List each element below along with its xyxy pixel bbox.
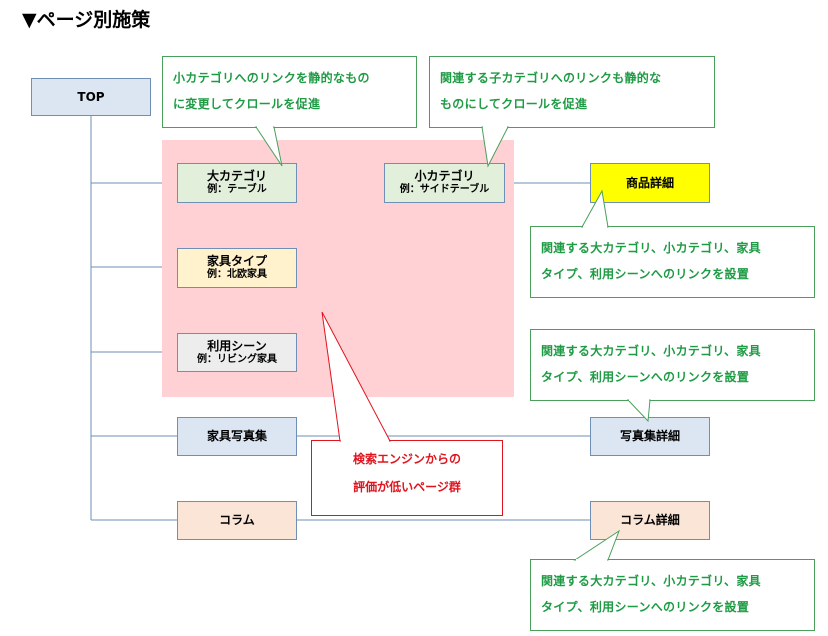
node-large-category: 大カテゴリ 例：テーブル [177, 163, 297, 203]
node-photo-detail: 写真集詳細 [590, 417, 710, 456]
callout-line: 関連する大カテゴリ、小カテゴリ、家具 [541, 241, 761, 255]
callout-line: 評価が低いページ群 [353, 480, 461, 494]
page-title: ▼ページ別施策 [22, 9, 151, 31]
callout-line: 関連する大カテゴリ、小カテゴリ、家具 [541, 574, 761, 588]
node-small-category-example: 例：サイドテーブル [399, 184, 490, 196]
node-large-category-example: 例：テーブル [207, 184, 267, 196]
node-furniture-type-label: 家具タイプ [206, 254, 267, 269]
callout-line: 関連する子カテゴリへのリンクも静的な [440, 71, 662, 85]
node-column: コラム [177, 501, 297, 540]
node-small-category: 小カテゴリ 例：サイドテーブル [384, 163, 505, 203]
callout-related-child-static: 関連する子カテゴリへのリンクも静的な ものにしてクロールを促進 [429, 56, 715, 128]
node-top-label: TOP [77, 89, 105, 104]
node-photo-collection: 家具写真集 [177, 417, 297, 456]
callout-line: 関連する大カテゴリ、小カテゴリ、家具 [541, 344, 761, 358]
callout-line: タイプ、利用シーンへのリンクを設置 [541, 600, 750, 614]
node-usage-scene-example: 例：リビング家具 [197, 353, 277, 365]
callout-low-evaluation: 検索エンジンからの 評価が低いページ群 [311, 440, 503, 516]
node-furniture-type: 家具タイプ 例：北欧家具 [177, 248, 297, 288]
callout-product-related-links: 関連する大カテゴリ、小カテゴリ、家具 タイプ、利用シーンへのリンクを設置 [530, 226, 815, 298]
callout-photo-related-links: 関連する大カテゴリ、小カテゴリ、家具 タイプ、利用シーンへのリンクを設置 [530, 329, 815, 401]
callout-line: に変更してクロールを促進 [173, 97, 321, 111]
node-column-detail-label: コラム詳細 [620, 513, 680, 527]
node-large-category-label: 大カテゴリ [206, 169, 267, 184]
node-usage-scene: 利用シーン 例：リビング家具 [177, 333, 297, 372]
node-furniture-type-example: 例：北欧家具 [207, 269, 267, 281]
node-top: TOP [31, 78, 151, 116]
node-product-detail: 商品詳細 [590, 163, 710, 203]
callout-line: 小カテゴリへのリンクを静的なもの [173, 71, 370, 85]
callout-line: タイプ、利用シーンへのリンクを設置 [541, 267, 750, 281]
callout-line: 検索エンジンからの [352, 452, 461, 466]
callout-line: タイプ、利用シーンへのリンクを設置 [541, 370, 750, 384]
node-photo-collection-label: 家具写真集 [206, 429, 267, 443]
node-column-label: コラム [219, 513, 255, 527]
callout-column-related-links: 関連する大カテゴリ、小カテゴリ、家具 タイプ、利用シーンへのリンクを設置 [530, 559, 815, 631]
node-product-detail-label: 商品詳細 [625, 175, 674, 190]
node-column-detail: コラム詳細 [590, 501, 710, 540]
node-photo-detail-label: 写真集詳細 [619, 429, 680, 443]
callout-small-category-static: 小カテゴリへのリンクを静的なもの に変更してクロールを促進 [162, 56, 417, 128]
node-usage-scene-label: 利用シーン [207, 338, 267, 353]
node-small-category-label: 小カテゴリ [414, 169, 475, 184]
callout-line: ものにしてクロールを促進 [440, 97, 588, 111]
